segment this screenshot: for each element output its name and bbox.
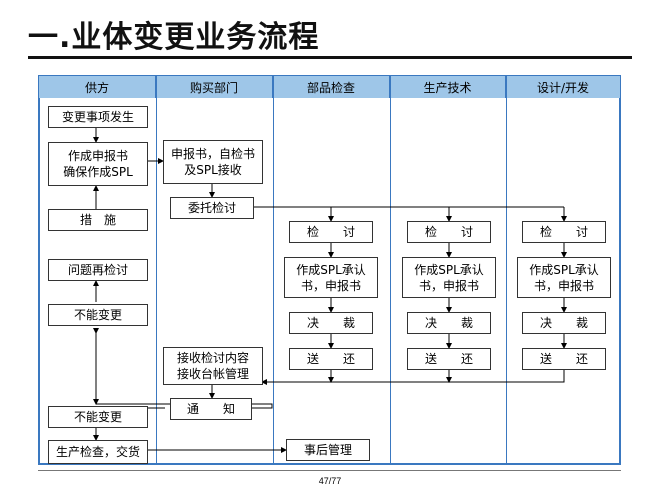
box-inspection-decide: 决 裁 [289,312,373,334]
box-inspection-review: 检 讨 [289,221,373,243]
lane-divider [156,76,157,464]
box-recheck: 问题再检讨 [48,259,148,281]
column-header-purchasing: 购买部门 [156,76,273,98]
column-header-inspection: 部品检查 [273,76,390,98]
box-post-management: 事后管理 [286,439,370,461]
footer-rule [38,470,621,471]
column-header-production-tech: 生产技术 [390,76,506,98]
box-design-decide: 决 裁 [522,312,606,334]
box-prodtech-review: 检 讨 [407,221,491,243]
box-create-report: 作成申报书 确保作成SPL [48,142,148,186]
page-title: 一.业体变更业务流程 [28,20,320,55]
lane-divider [506,76,507,464]
box-cannot-change-2: 不能变更 [48,406,148,428]
box-cannot-change-1: 不能变更 [48,304,148,326]
title-underline [28,56,632,59]
box-receive-report: 申报书，自检书 及SPL接收 [163,140,263,184]
box-notify: 通 知 [170,398,252,420]
box-measures: 措 施 [48,209,148,231]
box-production-check: 生产检查，交货 [48,440,148,464]
box-change-occurs: 变更事项发生 [48,106,148,128]
box-inspection-approval: 作成SPL承认 书，申报书 [284,257,378,298]
box-design-approval: 作成SPL承认 书，申报书 [517,257,611,298]
arrow-return-to-purchasing [261,370,565,385]
lane-divider [390,76,391,464]
box-receive-result: 接收检讨内容 接收台帐管理 [163,347,263,385]
box-prodtech-send-back: 送 还 [407,348,491,370]
box-design-review: 检 讨 [522,221,606,243]
box-prodtech-approval: 作成SPL承认 书，申报书 [402,257,496,298]
lane-divider [273,76,274,464]
box-inspection-send-back: 送 还 [289,348,373,370]
box-design-send-back: 送 还 [522,348,606,370]
column-header-supplier: 供方 [39,76,156,98]
box-prodtech-decide: 决 裁 [407,312,491,334]
column-header-design-dev: 设计/开发 [506,76,620,98]
page-number: 47/77 [318,476,342,486]
box-entrust-review: 委托检讨 [170,197,254,219]
